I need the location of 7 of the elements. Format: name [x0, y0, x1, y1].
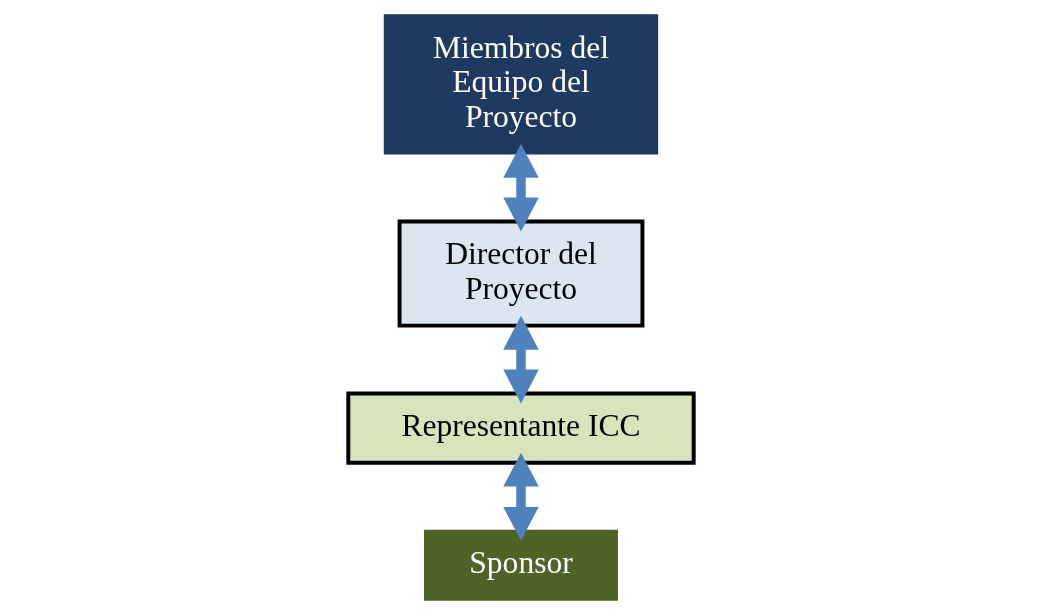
- arrow: [502, 144, 539, 232]
- node-box: Sponsor: [423, 529, 618, 601]
- node-box: Miembros del Equipo del Proyecto: [383, 14, 658, 155]
- arrow: [502, 315, 539, 404]
- node-box: Representante ICC: [345, 391, 696, 465]
- arrow: [502, 452, 539, 541]
- node-box: Director del Proyecto: [397, 219, 644, 328]
